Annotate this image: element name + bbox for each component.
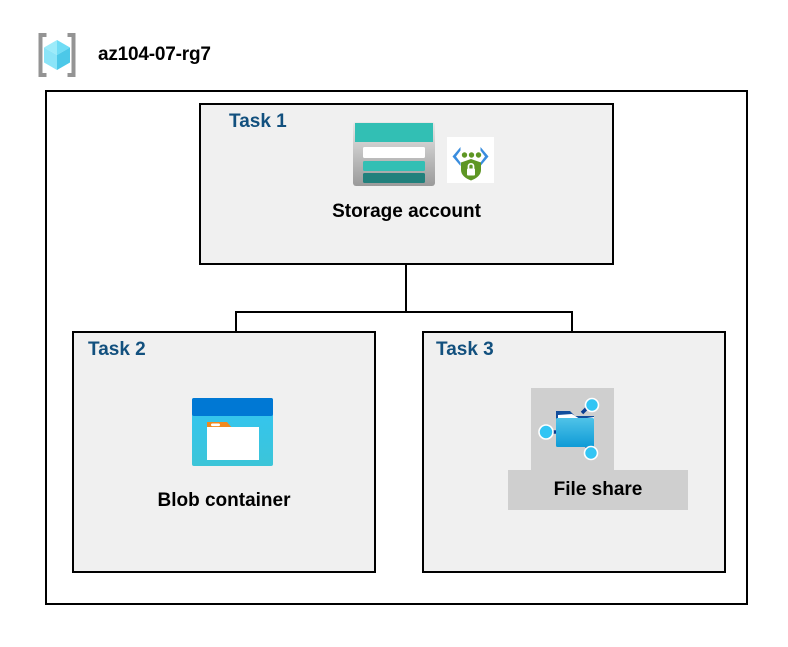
- connector-horizontal-bus: [235, 311, 573, 313]
- blob-container-icon: [192, 398, 273, 466]
- storage-account-icon: [353, 122, 435, 186]
- file-share-label: File share: [553, 479, 643, 500]
- resource-group-header: az104-07-rg7: [30, 27, 211, 83]
- resource-group-icon: [38, 33, 76, 77]
- resource-group-name: az104-07-rg7: [98, 44, 211, 65]
- file-share-label-highlight: [508, 470, 688, 510]
- task-2-label: Task 2: [88, 339, 146, 360]
- secure-endpoint-icon: [447, 137, 494, 183]
- connector-storage-trunk: [405, 228, 407, 313]
- file-share-icon: [538, 397, 600, 461]
- blob-container-label: Blob container: [157, 490, 291, 511]
- task-1-label: Task 1: [229, 111, 287, 132]
- storage-account-label: Storage account: [332, 201, 481, 222]
- task-3-label: Task 3: [436, 339, 494, 360]
